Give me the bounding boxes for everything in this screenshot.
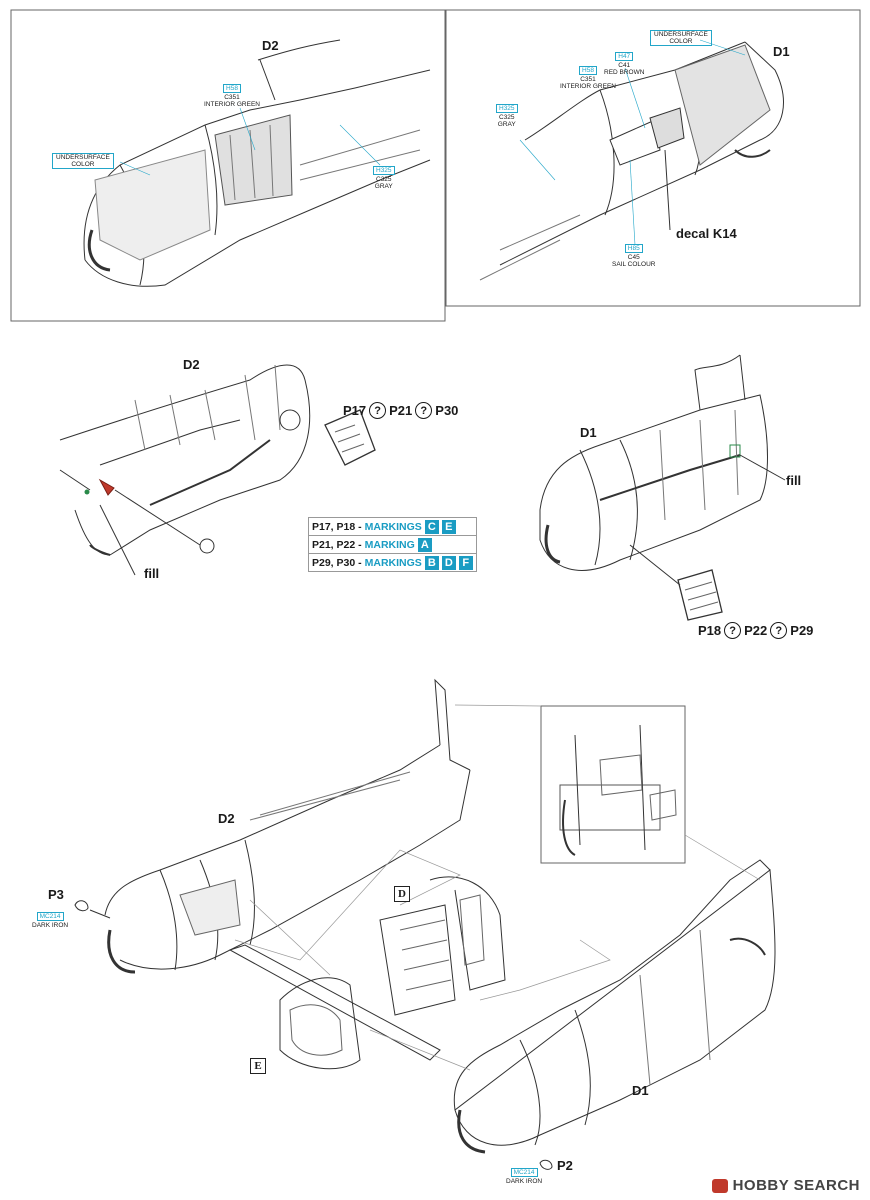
fuselage-mid-right xyxy=(539,354,786,621)
watermark: HOBBY SEARCH xyxy=(711,1177,860,1194)
part-label-p2: P2 xyxy=(557,1158,573,1173)
markings-row: P21, P22 -MARKING A xyxy=(308,535,477,554)
part-label-d1-top: D1 xyxy=(773,44,790,59)
paint-callout-sail-colour: H85 C45 SAIL COLOUR xyxy=(612,244,656,268)
fuselage-bottom-left xyxy=(74,678,471,974)
fill-label-left: fill xyxy=(144,566,160,581)
part-sequence-left: P17?P21?P30 xyxy=(343,402,459,419)
cockpit-assembly-d xyxy=(379,876,506,1016)
part-label-p3: P3 xyxy=(48,887,64,902)
part-sequence-right: P18?P22?P29 xyxy=(698,622,814,639)
part-label-d2-bot: D2 xyxy=(218,811,235,826)
decal-label: decal K14 xyxy=(676,226,737,241)
subassembly-label-e: E xyxy=(250,1058,266,1074)
fuselage-bottom-right xyxy=(453,859,776,1170)
guide-lines xyxy=(234,704,761,1071)
inset-detail xyxy=(540,705,686,864)
paint-callout-red-brown: H47 C41 RED BROWN xyxy=(604,52,645,76)
part-label-d1-bot: D1 xyxy=(632,1083,649,1098)
paint-callout-interior-green: H58 C351 INTERIOR GREEN xyxy=(204,84,260,108)
paint-callout-undersurface: UNDERSURFACE COLOR xyxy=(52,153,114,169)
panel-top-right xyxy=(445,9,861,307)
cockpit-assembly-e xyxy=(228,944,441,1070)
fuselage-mid-left xyxy=(59,364,376,576)
paint-callout-gray: H325 C325 GRAY xyxy=(373,166,395,190)
paint-callout-undersurface-right: UNDERSURFACE COLOR xyxy=(650,30,712,46)
part-label-d2-top: D2 xyxy=(262,38,279,53)
fuselage-top-left xyxy=(83,39,431,287)
paint-callout-dark-iron-p3: MC214 DARK IRON xyxy=(32,912,69,929)
subassembly-label-d: D xyxy=(394,886,410,902)
part-label-d1-mid: D1 xyxy=(580,425,597,440)
hobby-search-logo-icon xyxy=(711,1178,728,1193)
paint-callout-dark-iron-p2: MC214 DARK IRON xyxy=(506,1168,543,1185)
paint-callout-interior-green-right: H58 C351 INTERIOR GREEN xyxy=(560,66,616,90)
fuselage-top-right xyxy=(479,39,784,281)
fill-label-right: fill xyxy=(786,473,802,488)
paint-callout-gray-right: H325 C325 GRAY xyxy=(496,104,518,128)
part-label-d2-mid: D2 xyxy=(183,357,200,372)
